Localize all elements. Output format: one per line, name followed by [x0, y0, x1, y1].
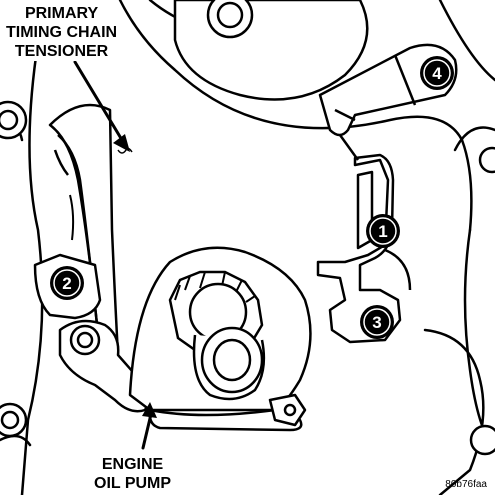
callout-2: 2 — [50, 266, 84, 300]
oil-pump-label: ENGINE OIL PUMP — [92, 455, 174, 493]
callout-1-number: 1 — [378, 222, 387, 241]
callout-2-number: 2 — [62, 274, 71, 293]
tensioner-bracket — [33, 253, 152, 413]
upper-boss — [173, 0, 369, 101]
oil-pump-label-line2: OIL PUMP — [94, 475, 172, 492]
tensioner-label-line1: PRIMARY — [24, 5, 99, 22]
callout-4-number: 4 — [432, 64, 442, 83]
tensioner-label-line2: TIMING CHAIN — [6, 24, 118, 41]
callout-3-number: 3 — [372, 313, 381, 332]
oil-pump-label-line1: ENGINE — [101, 456, 164, 473]
figure-code: 80b76faa — [445, 479, 487, 490]
tensioner-label-line3: TENSIONER — [14, 43, 109, 60]
callout-3: 3 — [360, 305, 394, 339]
tensioner-label: PRIMARY TIMING CHAIN TENSIONER — [4, 4, 120, 61]
callout-4: 4 — [420, 56, 454, 90]
callout-1: 1 — [366, 214, 400, 248]
pointer-squiggle — [117, 147, 133, 154]
leader-arrowheads — [113, 134, 157, 418]
crankshaft-sprocket — [168, 270, 266, 401]
bolt-holes — [0, 100, 495, 456]
